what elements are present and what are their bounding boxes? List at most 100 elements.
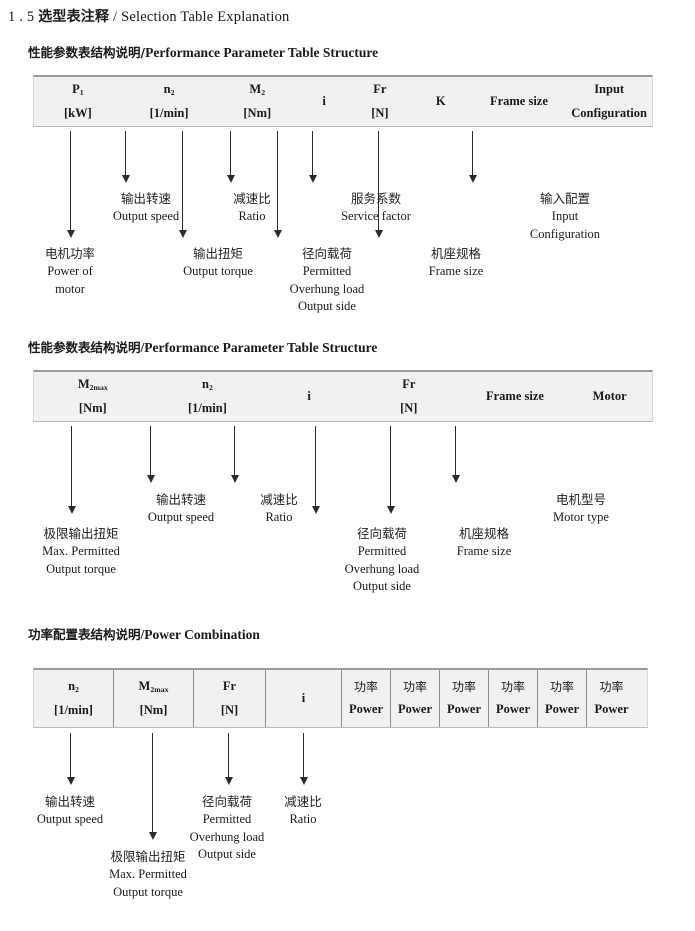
arrow-head [224,777,233,785]
page-title-number: 1 . 5 [8,9,35,25]
table-header-fr: Fr [N] [355,372,463,421]
header-line-1: Input [594,82,625,97]
header-subscript: 2 [208,383,213,393]
annotation-label-english-2: Overhung load [189,829,265,844]
pointer-arrow-motor-type [451,426,460,483]
annotation-label-chinese: 减速比 [260,492,298,507]
pointer-arrow-output-speed [66,733,75,785]
section-title-english: Performance Parameter Table Structure [145,45,379,60]
arrow-shaft [277,131,278,231]
annotation-label-english-1: Service factor [341,208,411,223]
pointer-arrow-service-factor [308,131,317,183]
arrow-head [468,175,477,183]
arrow-head [148,832,157,840]
header-line-2: [N] [400,400,418,415]
annotation-label-english-1: Power of [47,263,93,278]
arrow-shaft [182,131,183,231]
header-line-1: M2max [138,679,169,695]
table-header-m2max: M2max[Nm] [34,372,152,421]
arrow-shaft [472,131,473,176]
header-line-2: Power [397,702,432,717]
header-line-2: [Nm] [139,702,168,717]
arrow-head [146,475,155,483]
table-header-fr: Fr[N] [350,77,410,126]
header-line-1: n2 [68,679,79,695]
annotation-label-chinese: 径向载荷 [356,526,407,541]
section-title-english: Performance Parameter Table Structure [144,340,378,355]
arrow-shaft [390,426,391,507]
annotation-label-english-1: Motor type [553,509,609,524]
header-line-1: n2 [202,377,213,393]
annotation-label-chinese: 输出转速 [120,191,171,206]
table-header-p1: P1[kW] [34,77,122,126]
section-title-english: Power Combination [144,627,260,642]
header-line-2: Power [594,702,629,717]
header-line-1: Fr [222,679,237,694]
annotation-label-english-2: Output torque [46,561,116,576]
page-title: 1 . 5 选型表注释 / Selection Table Explanatio… [8,6,290,26]
section-title-separator: / [140,340,145,355]
arrow-head [67,506,76,514]
table-header-motor: Motor [567,372,652,421]
table-header-i: i [298,77,350,126]
header-line-1: Frame size [485,388,544,403]
pointer-arrow-max-output-torque [148,733,157,840]
annotation-label-chinese: 服务系数 [350,191,401,206]
annotation-label-chinese: 减速比 [233,191,271,206]
pointer-arrow-ratio [230,426,239,483]
annotation-label-english-2: Overhung load [289,281,365,296]
arrow-head [273,230,282,238]
section-title-separator: / [140,45,146,60]
annotation-label-chinese: 极限输出扭矩 [110,849,186,864]
table-header-frame-size: Frame size [472,77,567,126]
annotation-label-english-3: Output side [198,847,256,862]
header-subscript: 2 [261,88,266,98]
header-subscript: 2max [150,685,169,695]
header-line-2: [Nm] [78,400,107,415]
annotation-label-english-1: Frame size [456,543,512,558]
header-line-1: 功率 [599,679,624,694]
header-line-1: Fr [373,82,387,97]
annotation-label-english-1: Permitted [202,811,252,826]
annotation-label-chinese: 机座规格 [458,526,509,541]
header-subscript: 1 [79,88,84,98]
annotation-label-chinese: 输出转速 [44,794,95,809]
header-line-1: Fr [402,377,416,392]
header-line-1: Frame size [489,93,548,108]
arrow-head [66,777,75,785]
annotation-label-english-2: Configuration [529,226,601,241]
header-line-2: [1/min] [149,105,189,120]
arrow-head [299,777,308,785]
table-header-fr: Fr [N] [194,670,266,727]
pointer-arrow-output-speed [146,426,155,483]
header-line-1: 功率 [549,679,574,694]
annotation-label-chinese: 输出扭矩 [192,246,243,261]
table-header-m2: M2[Nm] [216,77,298,126]
annotation-label-chinese: 电机型号 [555,492,606,507]
pointer-arrow-output-speed [121,131,130,183]
header-line-2: [N] [220,702,239,717]
header-line-2: [1/min] [188,400,227,415]
arrow-head [66,230,75,238]
annotation-label-english-1: Permitted [302,263,352,278]
section-title-chinese: 性能参数表结构说明 [28,45,141,60]
annotation-label-english-1: Output torque [183,263,253,278]
header-line-1: K [435,93,446,108]
annotation-label-chinese: 径向载荷 [201,794,252,809]
header-line-1: Motor [592,388,627,403]
arrow-shaft [230,131,231,176]
page-title-chinese: 选型表注释 [38,9,110,25]
arrow-shaft [71,426,72,507]
header-line-1: M2 [249,82,266,98]
annotation-label-english-1: Frame size [428,263,484,278]
table-header-i: i [266,670,342,727]
table-header-n2: n2[1/min] [34,670,114,727]
table-header-i: i [263,372,355,421]
table-header-m2max: M2max [Nm] [114,670,194,727]
section-title-performance-parameter-2: 性能参数表结构说明/Performance Parameter Table St… [28,337,377,356]
